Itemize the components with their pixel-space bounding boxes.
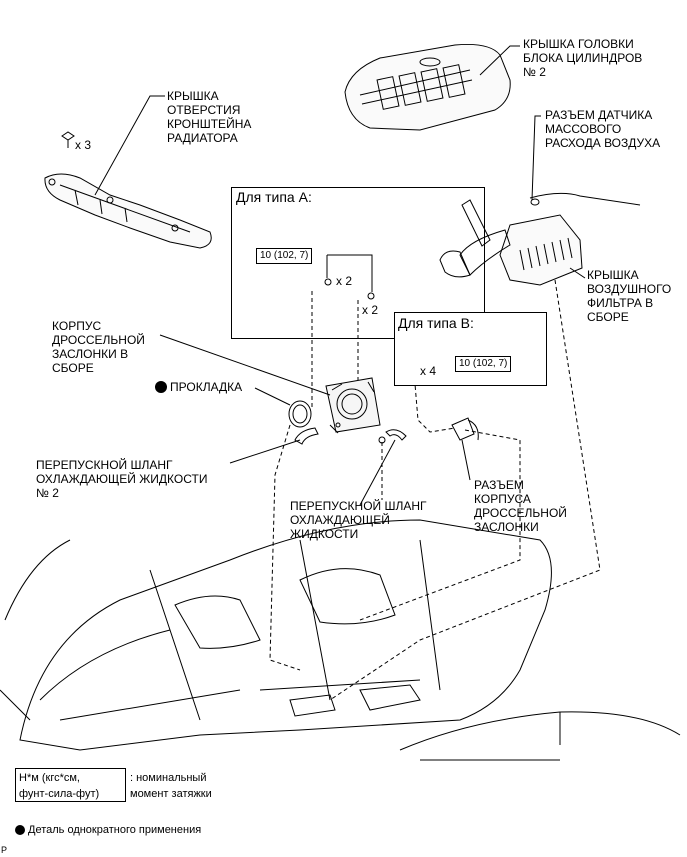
clip-part: [61, 131, 75, 148]
bypass-hose-part: [385, 429, 407, 441]
type-b-title: Для типа B:: [398, 315, 474, 331]
throttle-connector-part: [451, 417, 479, 441]
type-a-qty-1: x 2: [336, 274, 353, 288]
corner-mark: P: [1, 845, 8, 855]
type-a-box: [231, 187, 485, 339]
single-use-legend-icon: [15, 825, 25, 835]
type-b-qty: x 4: [420, 364, 437, 378]
vehicle-outline: [0, 519, 681, 761]
type-b-torque: 10 (102, 7): [455, 356, 512, 372]
bypass-hose-2-part: [294, 427, 319, 445]
torque-unit-box: Н*м (кгс*см, фунт-сила-фут): [15, 768, 126, 802]
single-use-legend: Деталь однократного применения: [15, 823, 201, 837]
clip-qty: x 3: [75, 138, 92, 152]
radiator-support-cover-part: [44, 173, 212, 249]
type-a-torque: 10 (102, 7): [256, 248, 313, 264]
type-a-title: Для типа A:: [236, 189, 312, 205]
gasket-label: ПРОКЛАДКА: [155, 380, 242, 394]
gasket-part: [288, 400, 312, 428]
throttle-body-part: [325, 377, 381, 434]
type-a-qty-2: x 2: [362, 303, 379, 317]
single-use-marker-icon: [155, 381, 167, 393]
engine-cover-part: [344, 44, 511, 131]
air-cleaner-part: [439, 192, 641, 286]
type-b-box: [394, 312, 547, 386]
